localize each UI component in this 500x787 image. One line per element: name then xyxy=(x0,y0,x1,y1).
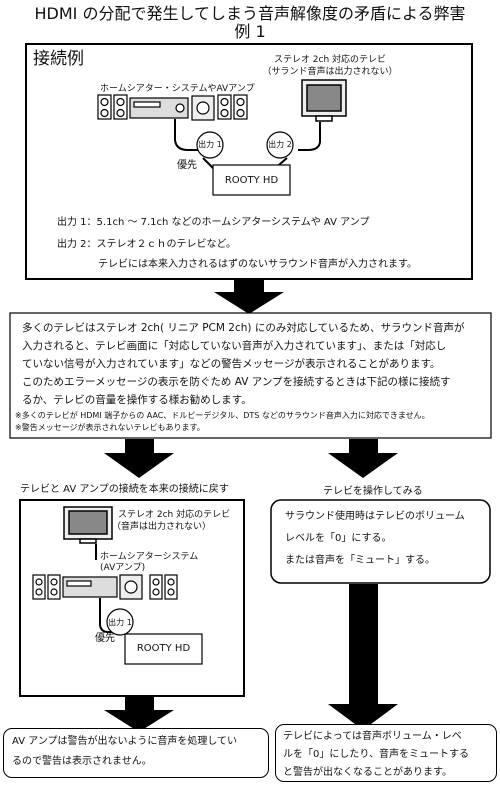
amp-label: ホームシアター・システムやAVアンプ xyxy=(100,84,255,94)
page-subtitle: 例 1 xyxy=(234,22,266,41)
right-branch-box xyxy=(270,499,491,584)
priority-label: 優先 xyxy=(95,633,115,644)
explanation-note: ※警告メッセージが表示されないテレビもあります。 xyxy=(15,423,205,432)
explanation-box xyxy=(9,312,492,439)
output-1-label: 出力 1 xyxy=(108,618,132,627)
right-branch-line: または音声を「ミュート」する。 xyxy=(285,555,435,566)
rooty-device xyxy=(124,633,203,665)
example-heading: 接続例 xyxy=(33,49,84,69)
example-box xyxy=(25,43,473,280)
note-surround: テレビには本来入力されるはずのないサラウンド音声が入力されます。 xyxy=(98,259,417,270)
output-1-label: 出力 1 xyxy=(198,140,222,149)
right-result-line: テレビによっては音声ボリューム・レベ xyxy=(283,731,462,742)
tv-icon xyxy=(63,506,113,544)
explanation-line: このためエラーメッセージの表示を防ぐため AV アンプを接続するときは下記の様に… xyxy=(22,376,451,388)
explanation-line: 多くのテレビはステレオ 2ch( リニア PCM 2ch) にのみ対応しているた… xyxy=(22,322,465,334)
note-output-2: 出力 2：ステレオ２ｃｈのテレビなど。 xyxy=(57,239,237,250)
output-node xyxy=(106,608,134,636)
tv-label: ステレオ 2ch 対応のテレビ xyxy=(118,510,231,520)
arrow-down-left xyxy=(104,439,174,478)
speaker-icon xyxy=(97,94,248,121)
left-branch-heading: テレビと AV アンプの接続を本来の接続に戻す xyxy=(20,484,229,495)
output-2-label: 出力 2 xyxy=(268,140,292,149)
right-branch-heading: テレビを操作してみる xyxy=(323,486,423,497)
right-result-line: ルを「0」にしたり、音声をミュートする xyxy=(283,749,469,760)
tv-label: ステレオ 2ch 対応のテレビ xyxy=(273,55,387,65)
explanation-line: ていない信号が入力されています」などの警告メッセージが表示されることがあります。 xyxy=(22,358,441,370)
arrow-down-left-result xyxy=(104,697,174,732)
explanation-line: るか、テレビの音量を操作する様お勧めします。 xyxy=(22,394,252,406)
note-output-1: 出力 1：5.1ch ～ 7.1ch などのホームシアターシステムや AV アン… xyxy=(57,217,370,228)
explanation-line: 入力されると、テレビ画面に「対応していない音声が入力されています」、または「対応… xyxy=(22,340,447,352)
arrow-down xyxy=(214,279,284,314)
arrow-down-right xyxy=(328,439,398,478)
output-node xyxy=(196,131,294,159)
left-result-line: るので警告は表示されません。 xyxy=(12,756,152,767)
right-branch-line: レベルを「0」にする。 xyxy=(285,533,392,544)
explanation-note: ※多くのテレビが HDMI 端子からの AAC、ドルビーデジタル、DTS などの… xyxy=(15,411,430,420)
amp-label: ホームシアターシステム xyxy=(100,552,199,562)
left-result-line: AV アンプは警告が出ないように音声を処理してい xyxy=(12,736,238,747)
tv-label-sub: （サランド音声は出力されない） xyxy=(262,67,398,77)
arrow-down-right-result xyxy=(328,584,398,730)
tv-icon xyxy=(301,79,347,122)
page-title: HDMI の分配で発生してしまう音声解像度の矛盾による弊害 xyxy=(34,4,466,23)
device-name: ROOTY HD xyxy=(136,643,191,654)
right-result-box xyxy=(275,724,497,782)
left-result-box xyxy=(3,728,269,778)
rooty-device xyxy=(212,164,291,196)
amp-label-sub: (AVアンプ) xyxy=(100,563,146,573)
right-result-line: と警告が出なくなることがあります。 xyxy=(283,767,452,778)
speaker-icon xyxy=(32,574,178,600)
priority-label: 優先 xyxy=(177,160,197,171)
right-branch-line: サラウンド使用時はテレビのボリューム xyxy=(285,511,465,522)
device-name: ROOTY HD xyxy=(224,175,279,186)
tv-label-sub: （音声は出力されない） xyxy=(112,522,212,532)
